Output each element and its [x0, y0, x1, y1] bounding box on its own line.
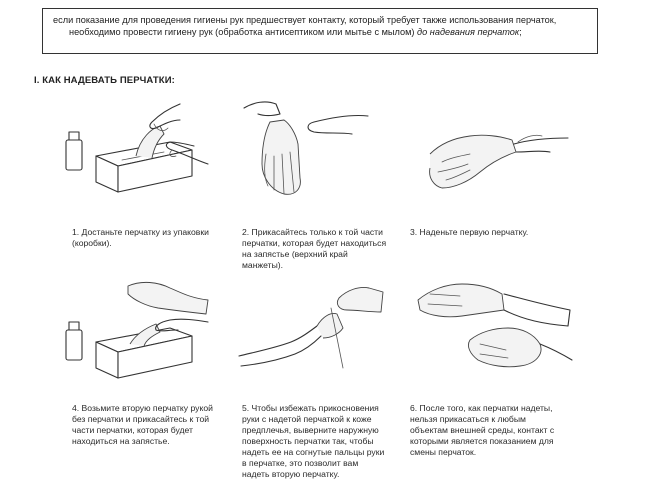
step-5-caption-line: поверхность перчатки так, чтобы	[242, 436, 374, 446]
step-3-caption: 3. Наденьте первую перчатку.	[410, 227, 528, 238]
step-5-caption-line: предплечья, выверните наружную	[242, 425, 379, 435]
step-4-caption-line: находиться на запястье.	[72, 436, 170, 446]
note-line-2-end: ;	[519, 27, 522, 37]
note-line-2-text: необходимо провести гигиену рук (обработ…	[69, 27, 418, 37]
step-2-caption-line: на запястье (верхний край	[242, 249, 348, 259]
step-6-caption-line: смены перчаток.	[410, 447, 477, 457]
step-5-caption-line: 5. Чтобы избежать прикосновения	[242, 403, 379, 413]
illustration-step-2	[240, 94, 370, 204]
step-2-caption: 2. Прикасайтесь только к той части перча…	[242, 227, 386, 271]
step-4-caption-line: 4. Возьмите вторую перчатку рукой	[72, 403, 213, 413]
step-6-caption: 6. После того, как перчатки надеты, нель…	[410, 403, 554, 458]
step-4-caption: 4. Возьмите вторую перчатку рукой без пе…	[72, 403, 213, 447]
illustration-step-3	[420, 118, 570, 198]
step-4-caption-line: без перчатки и прикасайтесь к той	[72, 414, 210, 424]
step-6-caption-line: которыми является показанием для	[410, 436, 554, 446]
step-2-caption-line: 2. Прикасайтесь только к той части	[242, 227, 383, 237]
illustration-step-6	[410, 270, 575, 385]
step-6-caption-line: нельзя прикасаться к любым	[410, 414, 526, 424]
step-6-caption-line: 6. После того, как перчатки надеты,	[410, 403, 553, 413]
step-5-caption-line: в перчатке, это позволит вам	[242, 458, 359, 468]
illustration-step-1	[60, 98, 210, 198]
step-5-caption-line: надеть ее на согнутые пальцы руки	[242, 447, 385, 457]
section-title: I. КАК НАДЕВАТЬ ПЕРЧАТКИ:	[34, 75, 175, 86]
step-5-caption-line: надеть вторую перчатку.	[242, 469, 340, 479]
step-2-caption-line: перчатки, которая будет находиться	[242, 238, 387, 248]
step-1-caption-line: (коробки).	[72, 238, 112, 248]
step-5-caption-line: руки с надетой перчаткой к коже	[242, 414, 372, 424]
illustration-step-5	[235, 278, 385, 378]
step-5-caption: 5. Чтобы избежать прикосновения руки с н…	[242, 403, 384, 480]
note-line-1: если показание для проведения гигиены ру…	[53, 15, 557, 25]
step-6-caption-line: объектам внешней среды, контакт с	[410, 425, 555, 435]
step-1-caption-line: 1. Достаньте перчатку из упаковки	[72, 227, 209, 237]
illustration-step-4	[60, 270, 210, 380]
note-emphasis: до надевания перчаток	[417, 27, 520, 37]
hand-hygiene-note: если показание для проведения гигиены ру…	[42, 8, 598, 54]
step-2-caption-line: манжеты).	[242, 260, 284, 270]
note-line-2: необходимо провести гигиену рук (обработ…	[53, 26, 589, 38]
step-1-caption: 1. Достаньте перчатку из упаковки (короб…	[72, 227, 209, 249]
step-3-caption-line: 3. Наденьте первую перчатку.	[410, 227, 529, 237]
step-4-caption-line: части перчатки, которая будет	[72, 425, 193, 435]
